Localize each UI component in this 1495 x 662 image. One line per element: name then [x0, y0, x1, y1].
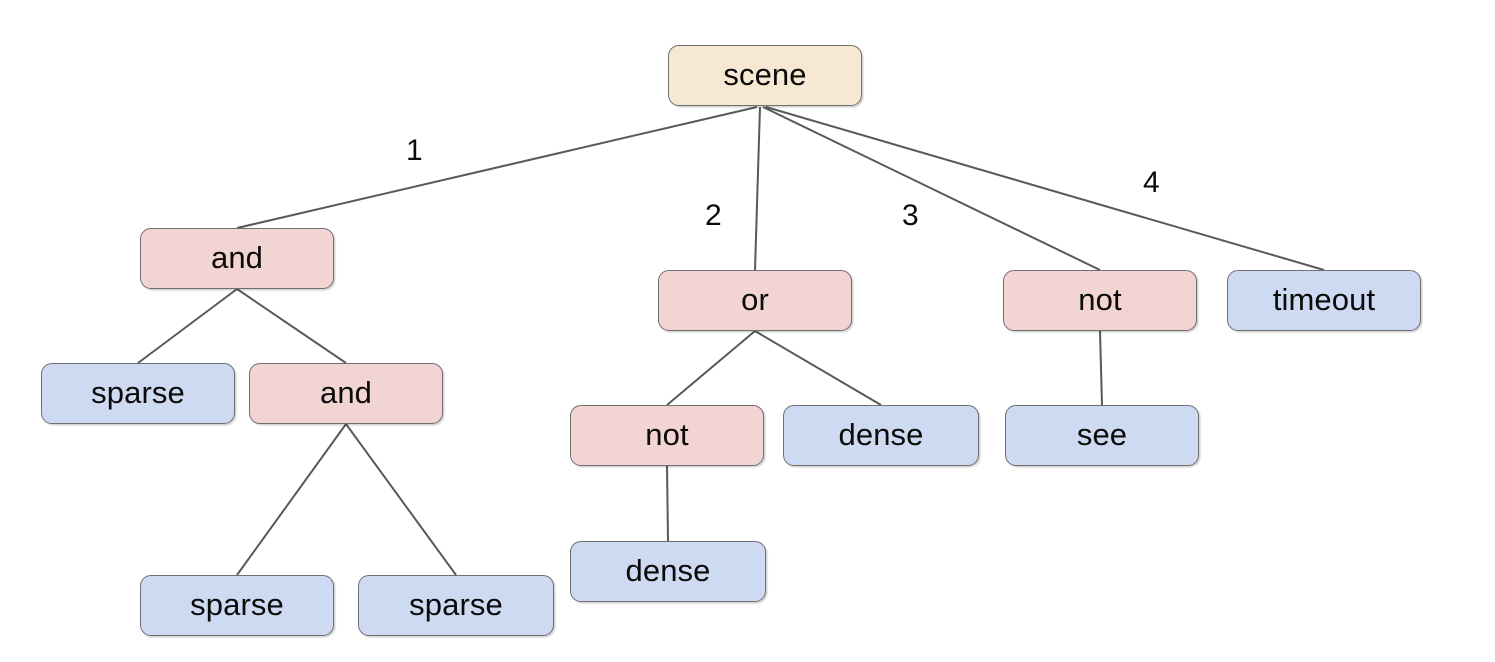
edge-and1-to-and2: [236, 288, 347, 364]
node-label-sparse3: sparse: [409, 587, 503, 622]
node-label-scene: scene: [723, 57, 807, 92]
node-dense2[interactable]: dense: [570, 541, 766, 602]
edge-label-1: 1: [406, 134, 423, 167]
edge-scene-to-timeout1: [765, 106, 1325, 271]
node-or1[interactable]: or: [658, 270, 852, 331]
edge-and1-to-sparse1: [137, 288, 238, 364]
edge-and2-to-sparse2: [236, 423, 347, 576]
edge-scene-to-not1: [762, 106, 1101, 271]
node-see1[interactable]: see: [1005, 405, 1199, 466]
node-sparse2[interactable]: sparse: [140, 575, 334, 636]
node-sparse3[interactable]: sparse: [358, 575, 554, 636]
node-label-not1: not: [1078, 282, 1122, 317]
node-label-and2: and: [319, 375, 373, 410]
edge-or1-to-not2: [666, 330, 756, 406]
node-label-dense2: dense: [625, 553, 711, 588]
edge-not1-to-see1: [1099, 330, 1103, 406]
node-label-dense1: dense: [838, 417, 924, 452]
edge-not2-to-dense2: [666, 465, 669, 542]
edge-or1-to-dense1: [754, 330, 882, 406]
node-dense1[interactable]: dense: [783, 405, 979, 466]
node-timeout1[interactable]: timeout: [1227, 270, 1421, 331]
node-label-or1: or: [741, 282, 769, 317]
node-label-not2: not: [645, 417, 689, 452]
edge-label-3: 3: [902, 199, 919, 232]
edge-scene-to-or1: [754, 106, 761, 271]
node-and2[interactable]: and: [249, 363, 443, 424]
node-not1[interactable]: not: [1003, 270, 1197, 331]
edge-label-2: 2: [705, 199, 722, 232]
node-sparse1[interactable]: sparse: [41, 363, 235, 424]
edge-scene-to-and1: [236, 106, 758, 229]
node-label-sparse2: sparse: [190, 587, 284, 622]
node-and1[interactable]: and: [140, 228, 334, 289]
node-label-see1: see: [1076, 417, 1128, 452]
node-scene[interactable]: scene: [668, 45, 862, 106]
edge-and2-to-sparse3: [345, 423, 457, 576]
node-label-and1: and: [210, 240, 264, 275]
node-label-sparse1: sparse: [91, 375, 185, 410]
edge-label-4: 4: [1143, 166, 1160, 199]
node-label-timeout1: timeout: [1272, 282, 1376, 317]
node-not2[interactable]: not: [570, 405, 764, 466]
